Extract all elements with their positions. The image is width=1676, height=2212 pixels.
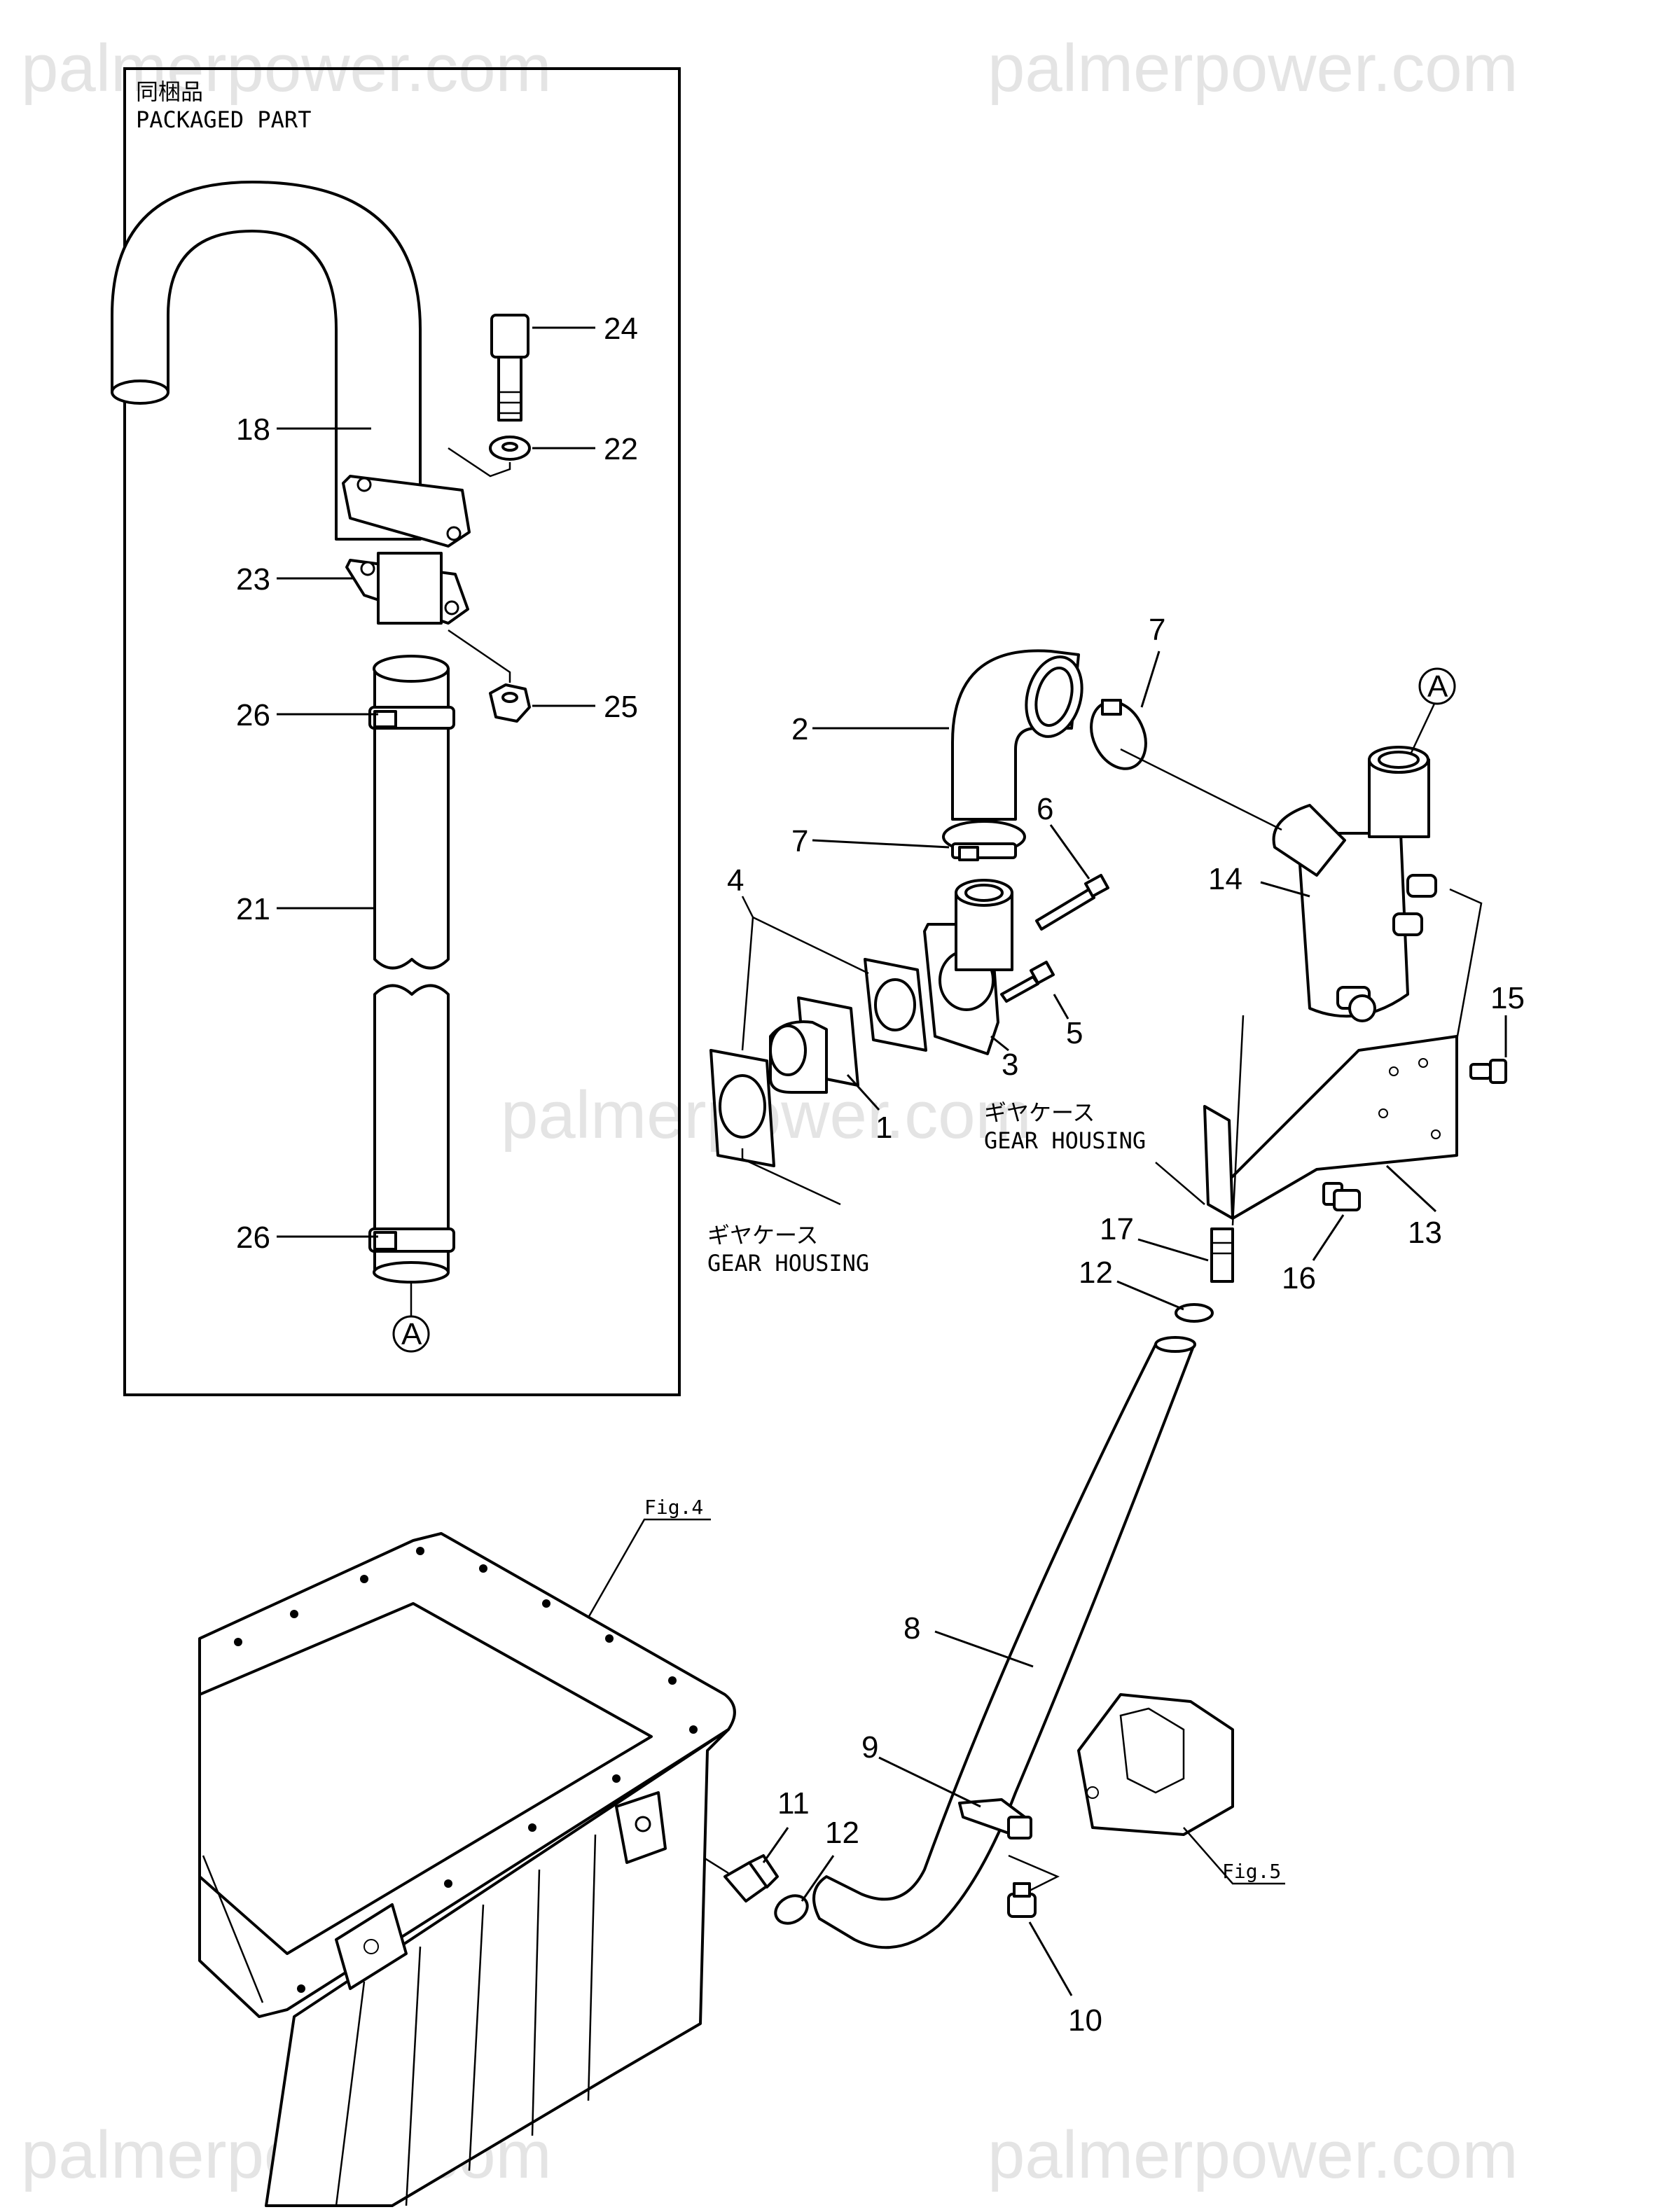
packaged-title-en: PACKAGED PART (136, 106, 311, 133)
bolt-part-24 (490, 314, 529, 422)
gear-housing-1-jp: ギヤケース (707, 1222, 818, 1248)
curved-pipe-part-18 (111, 181, 422, 541)
fig4-ref: Fig.4 (644, 1496, 703, 1519)
engine-bracket-fig5 (1077, 1693, 1234, 1836)
callout-25: 25 (604, 690, 638, 724)
flange-part (342, 475, 471, 548)
callout-26-top: 26 (236, 698, 270, 732)
ref-marker-a-main (1418, 667, 1456, 705)
bolt-part-10 (1007, 1882, 1037, 1918)
bolt-part-15 (1469, 1059, 1507, 1084)
ref-marker-a-box (392, 1315, 430, 1353)
fitting-part-11 (723, 1854, 779, 1903)
clamp-part-12-lower (774, 1894, 809, 1925)
callout-21: 21 (236, 892, 270, 926)
callout-14: 14 (1208, 862, 1242, 896)
oil-pan-fig4 (198, 1532, 736, 2207)
hose-part-8 (812, 1336, 1196, 1949)
spacer-part-1 (769, 996, 859, 1094)
callout-16: 16 (1282, 1261, 1316, 1295)
gasket-part-4a (864, 958, 927, 1052)
callout-3: 3 (1002, 1048, 1018, 1082)
clip-part-9 (958, 1798, 1032, 1839)
callout-7-lower: 7 (791, 824, 808, 858)
bolt-part-5 (1000, 961, 1055, 1003)
fig5-ref: Fig.5 (1222, 1860, 1281, 1883)
bolt-part-16 (1322, 1182, 1361, 1211)
callout-9: 9 (861, 1730, 878, 1765)
gear-housing-1-en: GEAR HOUSING (707, 1250, 869, 1277)
water-outlet-part-3 (923, 879, 1013, 1055)
clamp-part-7-lower (942, 820, 1026, 861)
clamp-part-12-upper (1175, 1303, 1214, 1323)
washer-part-22 (489, 436, 531, 461)
callout-24: 24 (604, 312, 638, 346)
callout-8: 8 (903, 1611, 920, 1646)
callout-2: 2 (791, 712, 808, 746)
elbow-hose-part-2 (951, 649, 1083, 821)
clamp-part-7-upper (1090, 699, 1147, 770)
callout-10: 10 (1068, 2003, 1102, 2038)
callout-23: 23 (236, 562, 270, 597)
callout-13: 13 (1408, 1216, 1442, 1250)
oil-separator-part-14 (1272, 746, 1437, 1022)
fitting-part-17 (1210, 1227, 1234, 1283)
packaged-part-box: 同梱品 PACKAGED PART (111, 67, 681, 1396)
ref-marker-a-box-label: A (401, 1317, 422, 1351)
callout-18: 18 (236, 412, 270, 447)
watermark-bottom-right: palmerpower.com (988, 2117, 1518, 2192)
gear-housing-2-jp: ギヤケース (984, 1099, 1095, 1126)
callout-4: 4 (727, 863, 744, 898)
bolt-part-6 (1035, 874, 1109, 931)
tube-part-21 (373, 727, 450, 1234)
watermark-top-right: palmerpower.com (988, 31, 1518, 106)
ref-marker-a-main-label: A (1427, 669, 1448, 704)
hose-top-part (368, 655, 455, 730)
callout-6: 6 (1037, 792, 1053, 826)
callout-12-upper: 12 (1079, 1255, 1113, 1290)
callout-1: 1 (875, 1111, 892, 1145)
callout-15: 15 (1490, 981, 1525, 1015)
callout-7-upper: 7 (1149, 613, 1165, 647)
gear-housing-2-en: GEAR HOUSING (984, 1127, 1146, 1154)
gasket-part-23 (345, 552, 469, 625)
callout-22: 22 (604, 432, 638, 466)
nut-part-25 (489, 683, 531, 723)
callout-17: 17 (1100, 1212, 1134, 1246)
callout-26-bottom: 26 (236, 1220, 270, 1255)
callout-11: 11 (777, 1786, 810, 1821)
gasket-part-4b (709, 1049, 775, 1167)
callout-5: 5 (1066, 1016, 1083, 1050)
packaged-title-jp: 同梱品 (136, 78, 203, 105)
hose-bottom-part (368, 1227, 455, 1284)
callout-12-lower: 12 (825, 1816, 859, 1850)
